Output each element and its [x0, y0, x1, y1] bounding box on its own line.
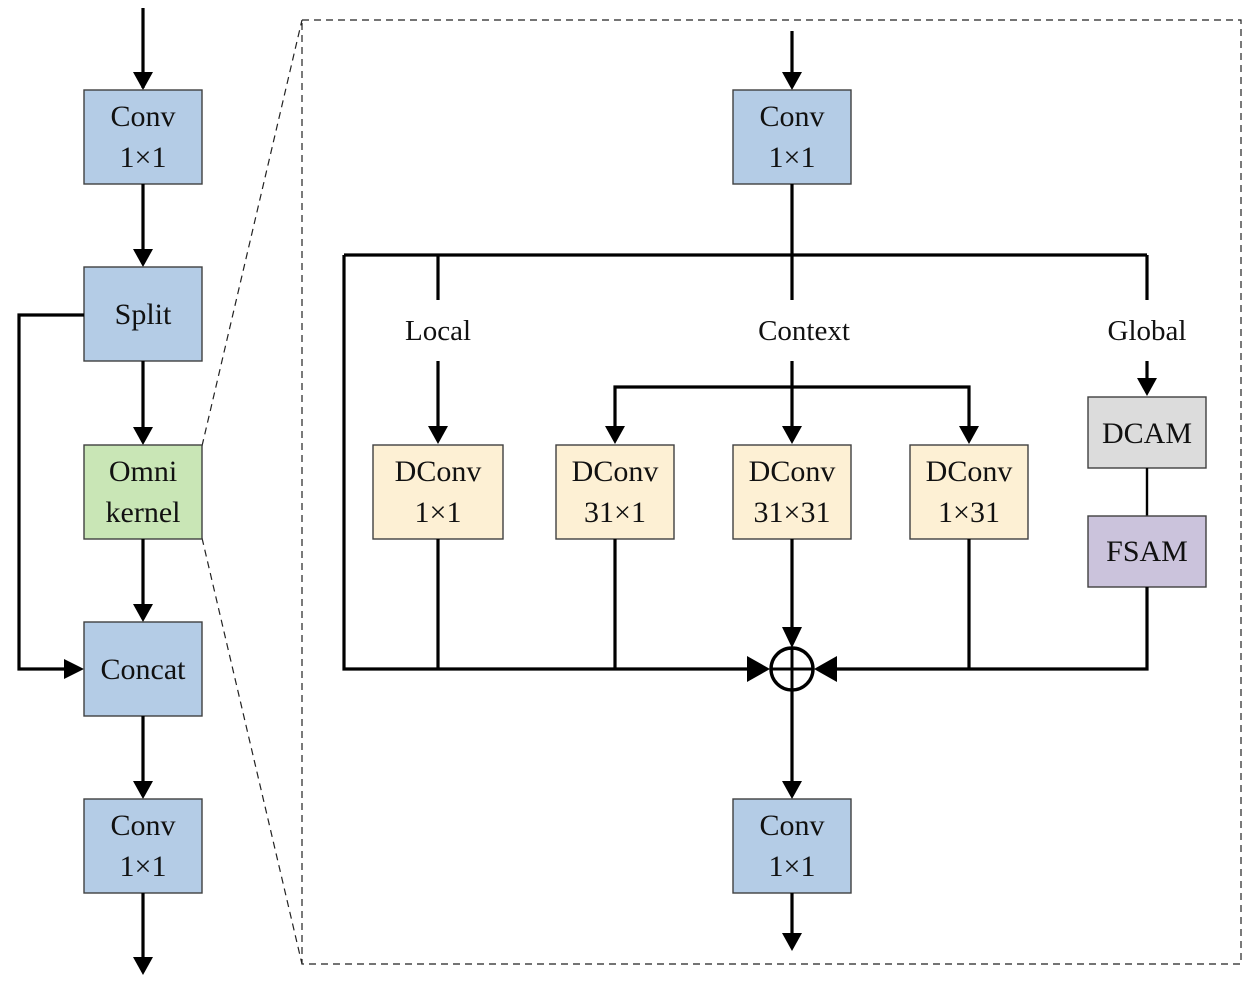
dconv-1x31-node[interactable]: DConv 1×31: [909, 444, 1029, 540]
left-conv-out-label: Conv: [110, 809, 175, 842]
arrowhead-icon: [959, 426, 979, 444]
left-conv-out-node[interactable]: Conv 1×1: [83, 798, 203, 894]
arrowhead-icon: [782, 933, 802, 951]
fsam-label: FSAM: [1106, 535, 1188, 568]
arrowhead-icon: [64, 659, 84, 679]
dconv-1x31-size: 1×31: [938, 496, 1000, 529]
arrowhead-icon: [782, 627, 802, 648]
dconv-31x1-node[interactable]: DConv 31×1: [555, 444, 675, 540]
arrowhead-icon: [133, 249, 153, 267]
context-branch-label: Context: [758, 315, 850, 347]
omni-kernel-node[interactable]: Omni kernel: [83, 444, 203, 540]
detail-conv-out-node[interactable]: Conv 1×1: [732, 798, 852, 894]
arrowhead-icon: [782, 426, 802, 444]
dconv-1x31-label: DConv: [926, 455, 1013, 488]
left-conv-in-node[interactable]: Conv 1×1: [83, 89, 203, 185]
omni-kernel-label-line2: kernel: [106, 496, 181, 529]
zoom-line-top: [201, 19, 303, 447]
arrowhead-icon: [605, 426, 625, 444]
left-conv-out-box[interactable]: [83, 798, 203, 894]
global-branch-label: Global: [1108, 315, 1187, 347]
local-branch-label: Local: [405, 315, 471, 347]
arrowhead-icon: [133, 72, 153, 90]
zoom-connector-lines: [201, 19, 1242, 965]
fsam-node[interactable]: FSAM: [1087, 515, 1207, 588]
identity-path: [342, 255, 747, 671]
split-node[interactable]: Split: [83, 266, 203, 362]
left-pipeline: Conv 1×1 Split Omni kernel Concat: [17, 8, 203, 975]
arrowhead-icon: [814, 656, 837, 682]
arrowhead-icon: [1137, 378, 1157, 396]
dcam-box[interactable]: [1087, 396, 1207, 469]
detail-conv-out-box[interactable]: [732, 798, 852, 894]
dconv-31x1-box[interactable]: [555, 444, 675, 540]
fsam-box[interactable]: [1087, 515, 1207, 588]
dconv-local-size: 1×1: [415, 496, 462, 529]
dconv-31x1-label: DConv: [572, 455, 659, 488]
left-conv-out-size: 1×1: [120, 850, 167, 883]
arrowhead-icon: [133, 781, 153, 799]
detail-conv-out-size: 1×1: [769, 850, 816, 883]
summation-node: [769, 646, 815, 692]
arrowhead-icon: [782, 781, 802, 799]
dconv-31x31-box[interactable]: [732, 444, 852, 540]
omni-kernel-box[interactable]: [83, 444, 203, 540]
arrowhead-icon: [428, 426, 448, 444]
context-split-bus: [613, 385, 971, 441]
arrowhead-icon: [133, 427, 153, 445]
concat-label: Concat: [101, 653, 187, 686]
dconv-31x31-label: DConv: [749, 455, 836, 488]
dcam-node[interactable]: DCAM: [1087, 396, 1207, 469]
arrowhead-icon: [782, 72, 802, 90]
dconv-local-node[interactable]: DConv 1×1: [372, 444, 504, 540]
omni-kernel-detail: Conv 1×1 Local DConv 1×1 Context DConv: [342, 31, 1207, 951]
arrowhead-icon: [747, 656, 770, 682]
arrowhead-icon: [133, 957, 153, 975]
dconv-31x31-size: 31×31: [754, 496, 831, 529]
split-box[interactable]: [83, 266, 203, 362]
dconv-31x31-node[interactable]: DConv 31×31: [732, 444, 852, 540]
detail-conv-in-node[interactable]: Conv 1×1: [732, 89, 852, 185]
concat-box[interactable]: [83, 621, 203, 717]
dconv-1x31-box[interactable]: [909, 444, 1029, 540]
edge-split-skip-to-concat: [17, 313, 84, 671]
dconv-31x1-size: 31×1: [584, 496, 646, 529]
detail-conv-in-label: Conv: [759, 100, 824, 133]
omni-kernel-detail-frame: [301, 19, 1242, 965]
split-label: Split: [115, 298, 172, 331]
edge-fsam-to-sum: [837, 587, 1149, 671]
arrowhead-icon: [133, 604, 153, 622]
left-conv-in-size: 1×1: [120, 141, 167, 174]
left-conv-in-box[interactable]: [83, 89, 203, 185]
dconv-local-label: DConv: [395, 455, 482, 488]
concat-node[interactable]: Concat: [83, 621, 203, 717]
left-conv-in-label: Conv: [110, 100, 175, 133]
dconv-local-box[interactable]: [372, 444, 504, 540]
detail-conv-out-label: Conv: [759, 809, 824, 842]
zoom-line-bottom: [201, 537, 303, 965]
omni-kernel-label-line1: Omni: [109, 455, 177, 488]
detail-conv-in-box[interactable]: [732, 89, 852, 185]
detail-conv-in-size: 1×1: [769, 141, 816, 174]
dcam-label: DCAM: [1102, 417, 1192, 450]
